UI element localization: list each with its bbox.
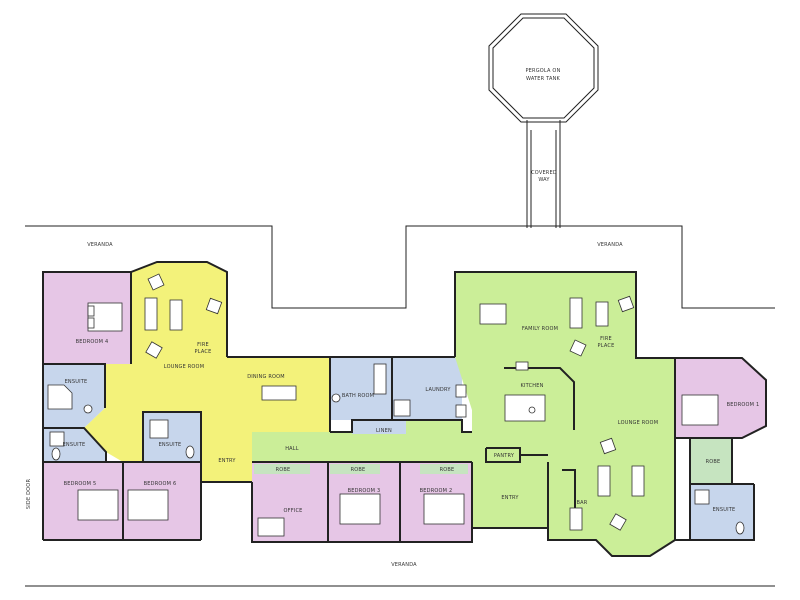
fire-right-label-2: PLACE (598, 343, 615, 349)
hall-label: HALL (285, 446, 299, 452)
laundry-label: LAUNDRY (425, 387, 451, 393)
family-kitchen-fill (455, 272, 675, 556)
bar-label: BAR (577, 500, 588, 506)
ensuite-mid-right-label: ENSUITE (159, 442, 182, 448)
robe-office-label: ROBE (276, 467, 291, 473)
furniture (47, 273, 745, 537)
family-room-label: FAMILY ROOM (522, 326, 558, 332)
bedroom2-label: BEDROOM 2 (420, 488, 453, 494)
entry-right-label: ENTRY (501, 495, 519, 501)
fire-left-label-2: PLACE (195, 349, 212, 355)
robe-bed3-label: ROBE (351, 467, 366, 473)
side-door-label: SIDE DOOR (26, 479, 32, 510)
pergola-octagon (488, 13, 599, 123)
pergola-label-2: WATER TANK (526, 76, 561, 82)
bedroom6-label: BEDROOM 6 (144, 481, 177, 487)
robe-right-label: ROBE (706, 459, 721, 465)
robe-right-fill (690, 438, 732, 484)
covered-way-label-1: COVERED (531, 170, 557, 176)
bedroom1-label: BEDROOM 1 (727, 402, 760, 408)
robe-bed2-fill (420, 464, 468, 474)
pergola-inner (492, 17, 595, 119)
lounge-right-label: LOUNGE ROOM (618, 420, 658, 426)
veranda-bottom-label: VERANDA (391, 562, 417, 568)
bedroom3-label: BEDROOM 3 (348, 488, 381, 494)
fire-left-label-1: FIRE (197, 342, 209, 348)
hall-fill (252, 420, 480, 462)
office-label: OFFICE (283, 508, 302, 514)
linen-label: LINEN (376, 428, 392, 434)
ensuite-mid-left-label: ENSUITE (63, 442, 86, 448)
ensuite-right-label: ENSUITE (713, 507, 736, 513)
kitchen-label: KITCHEN (520, 383, 543, 389)
covered-way-label-2: WAY (538, 177, 550, 183)
veranda-left-label: VERANDA (87, 242, 113, 248)
bedroom4-label: BEDROOM 4 (76, 339, 109, 345)
linen-fill (352, 420, 406, 434)
entry-left-label: ENTRY (218, 458, 236, 464)
bedroom5-label: BEDROOM 5 (64, 481, 97, 487)
pergola-label-1: PERGOLA ON (525, 68, 560, 74)
robe-bed3-fill (330, 464, 380, 474)
lounge-left-label: LOUNGE ROOM (164, 364, 204, 370)
robe-office-fill (254, 464, 310, 474)
ensuite-top-label: ENSUITE (65, 379, 88, 385)
dining-label: DINING ROOM (247, 374, 285, 380)
veranda-outline (25, 225, 775, 309)
bathroom-label: BATH ROOM (342, 393, 374, 399)
fire-right-label-1: FIRE (600, 336, 612, 342)
veranda-right-label: VERANDA (597, 242, 623, 248)
pantry-label: PANTRY (494, 453, 515, 459)
robe-bed2-label: ROBE (440, 467, 455, 473)
